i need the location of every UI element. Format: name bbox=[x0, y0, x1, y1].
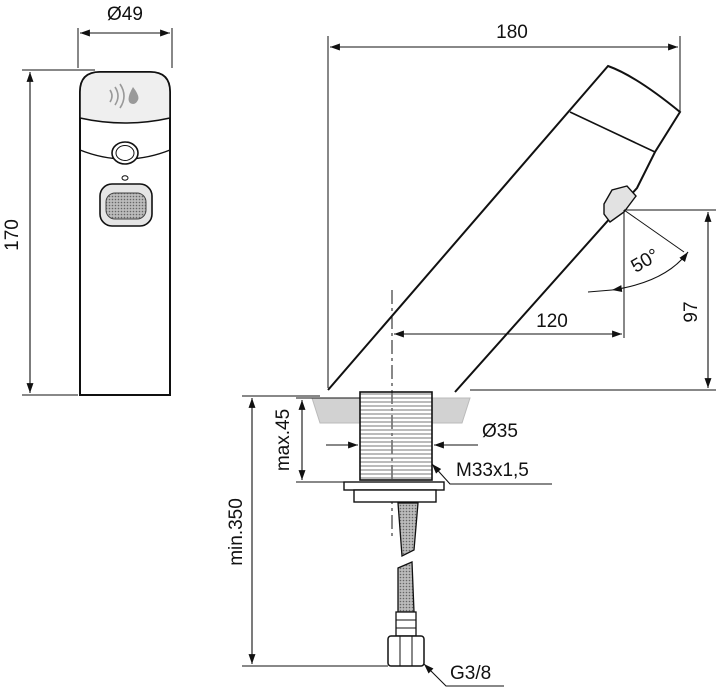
hose-lower bbox=[397, 561, 415, 613]
threaded-shank bbox=[359, 391, 433, 481]
deck-section-left bbox=[311, 397, 361, 424]
connection-leader bbox=[423, 663, 504, 687]
spout-outlet bbox=[603, 185, 637, 223]
thread-label: M33x1,5 bbox=[456, 460, 529, 481]
indicator-led bbox=[121, 175, 129, 181]
spout-length-label: 180 bbox=[496, 22, 528, 43]
fixing-nut bbox=[353, 489, 437, 503]
deck-section-right bbox=[431, 397, 471, 424]
connection-label: G3/8 bbox=[450, 663, 491, 684]
deck-thickness-label: max.45 bbox=[273, 409, 294, 471]
front-height-label: 170 bbox=[2, 219, 23, 251]
front-diameter-label: Ø49 bbox=[107, 4, 143, 25]
spout-angle-label: 50° bbox=[628, 245, 663, 278]
spout-reach-label: 120 bbox=[536, 311, 568, 332]
aerator bbox=[99, 183, 153, 227]
front-view: Ø49 170 bbox=[2, 4, 173, 396]
spout-seam bbox=[569, 111, 656, 153]
sensor-wave-drop-icon bbox=[109, 83, 139, 109]
hole-diameter-label: Ø35 bbox=[482, 421, 518, 442]
hose-connector bbox=[387, 611, 425, 667]
spout-height-label: 97 bbox=[681, 301, 702, 322]
hose-upper bbox=[397, 502, 419, 558]
spout-angle-arc bbox=[611, 251, 689, 292]
hose-length-label: min.350 bbox=[226, 498, 247, 566]
spout-outline bbox=[327, 64, 682, 393]
side-view: 180 50° 97 120 bbox=[226, 22, 716, 687]
washer bbox=[343, 481, 445, 491]
thread-leader bbox=[431, 463, 552, 485]
sensor-cap bbox=[79, 71, 171, 124]
